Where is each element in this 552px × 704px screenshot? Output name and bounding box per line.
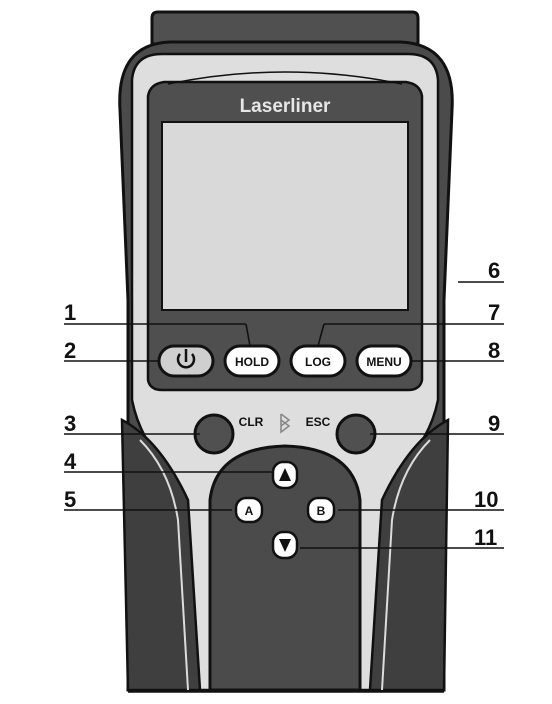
left-grip-line [139, 439, 189, 691]
callout-1: 1 [64, 300, 77, 325]
top-cap [150, 10, 420, 46]
right-grip-line [381, 439, 431, 691]
left-grip [120, 417, 202, 692]
power-icon [176, 349, 196, 369]
callout-6: 6 [488, 258, 501, 283]
esc-label: ESC [306, 415, 331, 429]
log-label: LOG [305, 355, 331, 369]
a-button [234, 496, 264, 524]
clr-label: CLR [239, 415, 264, 429]
bluetooth-icon [280, 413, 291, 434]
leader-1-drop [245, 323, 251, 347]
a-label: A [245, 504, 254, 518]
arrow-up-icon [279, 468, 291, 481]
screen [161, 121, 409, 311]
brand-logo: Laserliner [240, 96, 331, 117]
callout-10: 10 [474, 487, 499, 512]
right-grip [368, 417, 450, 692]
clr-button [193, 413, 235, 455]
callout-5: 5 [64, 487, 77, 512]
callout-11: 11 [474, 525, 498, 550]
leader-7-drop [317, 323, 325, 347]
leader-lines [64, 281, 504, 693]
arrow-down-icon [279, 539, 291, 552]
hold-button [223, 344, 281, 378]
callout-2: 2 [64, 338, 77, 363]
callout-3: 3 [64, 411, 77, 436]
callout-8: 8 [488, 338, 501, 363]
callout-9: 9 [488, 411, 501, 436]
esc-button [335, 413, 377, 455]
callout-7: 7 [488, 300, 501, 325]
menu-label: MENU [366, 355, 401, 369]
hold-label: HOLD [235, 355, 269, 369]
b-button [306, 496, 336, 524]
callout-4: 4 [64, 449, 77, 474]
b-label: B [317, 504, 326, 518]
display-top-arc [167, 71, 403, 85]
